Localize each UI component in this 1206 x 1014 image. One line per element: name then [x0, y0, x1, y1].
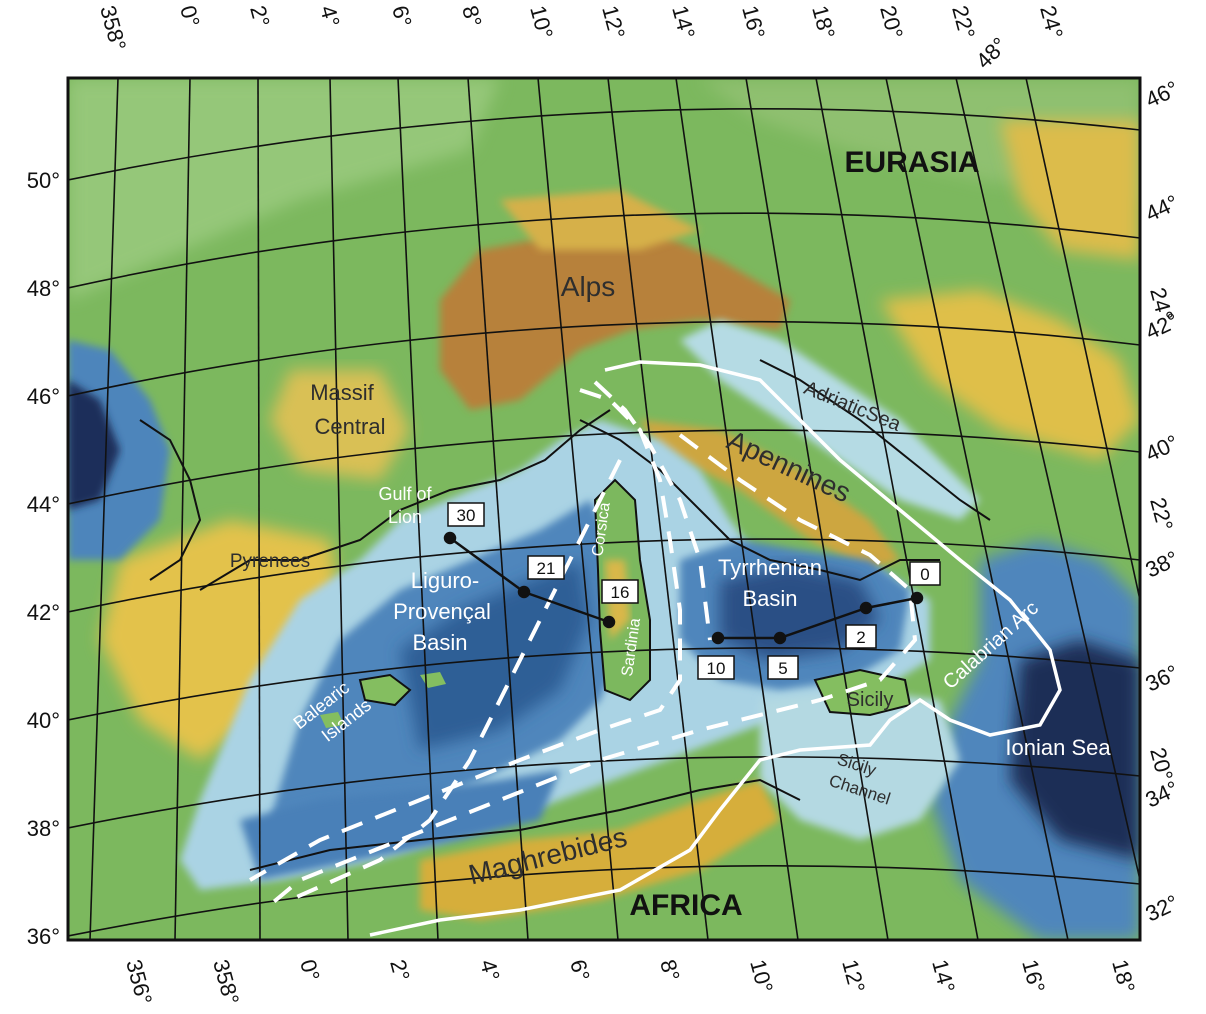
- top-lon-tick: 4°: [315, 3, 345, 30]
- label-tyrrhenian-1: Tyrrhenian: [718, 555, 822, 580]
- right-extra-tick: 48°: [971, 32, 1012, 73]
- top-lon-tick: 358°: [95, 3, 131, 53]
- right-lat-tick: 40°: [1142, 430, 1183, 467]
- right-extra-tick: 20°: [1145, 745, 1178, 784]
- bottom-lon-tick: 6°: [565, 957, 595, 984]
- age-labels: 30 21 16 10 5 2 0: [447, 502, 941, 680]
- left-lat-tick: 42°: [27, 600, 60, 625]
- bottom-lon-tick: 8°: [655, 957, 685, 984]
- bottom-lon-tick: 0°: [295, 957, 325, 984]
- top-lon-tick: 8°: [457, 3, 487, 30]
- age-label-16: 16: [611, 583, 630, 602]
- bottom-lon-tick: 10°: [745, 957, 778, 996]
- bottom-lon-tick: 4°: [475, 957, 505, 984]
- left-lat-tick: 36°: [27, 924, 60, 949]
- label-liguro-1: Liguro-: [411, 568, 479, 593]
- left-lat-tick: 44°: [27, 492, 60, 517]
- label-tyrrhenian-2: Basin: [742, 586, 797, 611]
- top-lon-tick: 12°: [597, 3, 630, 42]
- bottom-lon-tick: 358°: [208, 957, 244, 1007]
- left-lat-tick: 48°: [27, 276, 60, 301]
- age-label-10: 10: [707, 659, 726, 678]
- top-lon-tick: 18°: [807, 3, 840, 42]
- bottom-lon-tick: 16°: [1017, 957, 1050, 996]
- plate-boundaries: [369, 360, 1062, 937]
- paleo-trench-dashed: [249, 380, 918, 907]
- bottom-lon-tick: 356°: [121, 957, 157, 1007]
- left-lat-tick: 38°: [27, 816, 60, 841]
- top-lon-tick: 22°: [947, 3, 980, 42]
- right-lat-tick: 36°: [1142, 660, 1183, 697]
- right-lat-tick: 46°: [1142, 76, 1183, 113]
- top-lon-tick: 24°: [1035, 3, 1068, 42]
- label-pyrenees: Pyrenees: [230, 551, 310, 572]
- age-label-30: 30: [457, 506, 476, 525]
- label-africa: AFRICA: [629, 889, 742, 922]
- label-eurasia: EURASIA: [844, 146, 979, 179]
- left-lat-tick: 40°: [27, 708, 60, 733]
- left-lat-tick: 46°: [27, 384, 60, 409]
- top-lon-tick: 6°: [387, 3, 417, 30]
- migration-tracks: [443, 531, 924, 645]
- map-frame: [66, 76, 1142, 942]
- bottom-lon-tick: 18°: [1107, 957, 1140, 996]
- label-gulf-of-lion-2: Lion: [388, 507, 422, 527]
- age-label-21: 21: [537, 559, 556, 578]
- right-lat-tick: 32°: [1142, 890, 1183, 927]
- coastlines: [139, 359, 991, 871]
- graticule: [68, 78, 1140, 940]
- top-lon-tick: 14°: [667, 3, 700, 42]
- age-label-0: 0: [920, 565, 929, 584]
- top-lon-tick: 10°: [525, 3, 558, 42]
- label-ionian-sea: Ionian Sea: [1005, 735, 1111, 760]
- top-lon-tick: 20°: [875, 3, 908, 42]
- bottom-lon-tick: 12°: [837, 957, 870, 996]
- age-label-5: 5: [778, 659, 787, 678]
- right-lat-tick: 38°: [1142, 546, 1183, 583]
- label-massif-central-1: Massif: [310, 380, 374, 405]
- age-label-2: 2: [856, 628, 865, 647]
- left-lat-tick: 50°: [27, 168, 60, 193]
- label-gulf-of-lion-1: Gulf of: [378, 484, 432, 504]
- label-liguro-3: Basin: [412, 630, 467, 655]
- right-lat-tick: 44°: [1142, 190, 1183, 227]
- top-lon-tick: 16°: [737, 3, 770, 42]
- label-sicily: Sicily: [847, 689, 894, 711]
- label-alps: Alps: [561, 271, 615, 302]
- top-lon-tick: 0°: [175, 3, 205, 30]
- label-liguro-2: Provençal: [393, 599, 491, 624]
- bottom-lon-tick: 2°: [385, 957, 415, 984]
- right-extra-tick: 22°: [1145, 495, 1178, 534]
- right-lat-tick: 34°: [1142, 776, 1183, 813]
- relief-map: [68, 78, 1140, 940]
- bottom-lon-tick: 14°: [927, 957, 960, 996]
- top-lon-tick: 2°: [245, 3, 275, 30]
- label-massif-central-2: Central: [315, 414, 386, 439]
